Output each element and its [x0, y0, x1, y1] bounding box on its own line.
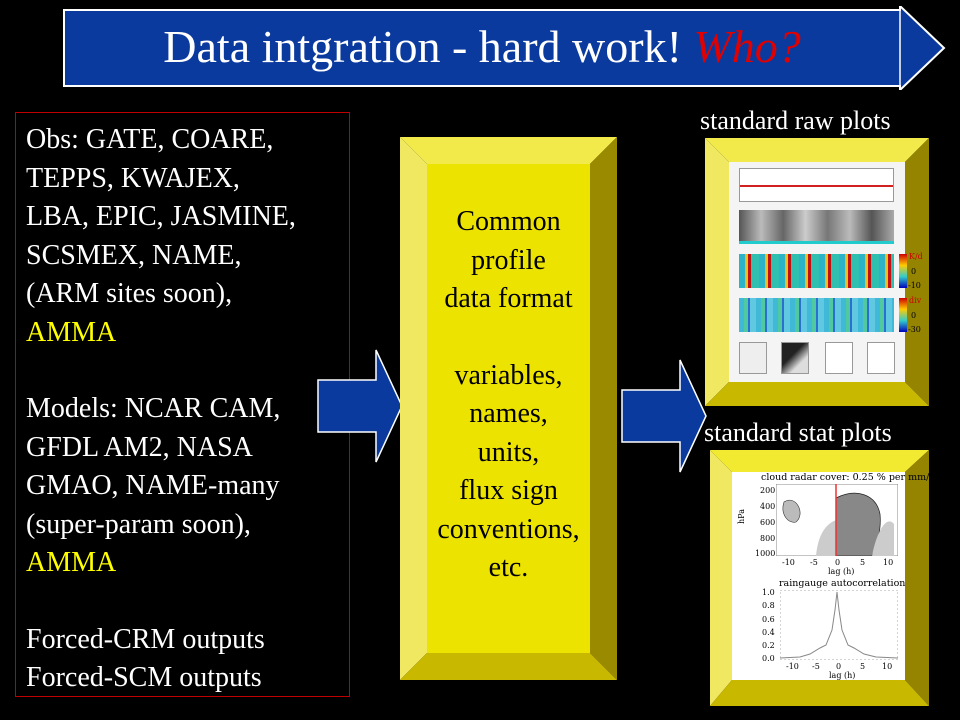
format-line: profile [471, 244, 546, 276]
stat-plots-frame: cloud radar cover: 0.25 % per mm/h hPa 2… [710, 450, 935, 706]
models-line: (super-param soon), [26, 508, 251, 540]
format-line: conventions, [437, 513, 580, 545]
stat-plots-label: standard stat plots [704, 418, 892, 447]
data-sources-box: Obs: GATE, COARE, TEPPS, KWAJEX, LBA, EP… [15, 112, 350, 697]
raw-plots-frame: K/d 0 -10 div 0 -30 [705, 138, 929, 406]
small-panel [781, 342, 809, 374]
obs-line: LBA, EPIC, JASMINE, [26, 201, 296, 232]
y-axis-label: hPa [736, 509, 746, 524]
y-tick: 400 [760, 502, 776, 511]
x-tick: -5 [812, 662, 820, 671]
format-line: units, [477, 436, 540, 468]
colorbar-unit: div [909, 296, 922, 305]
cloud-fraction-panel [739, 210, 894, 244]
title-text: Data intgration - hard work! [163, 21, 694, 72]
y-tick: 800 [760, 534, 776, 543]
colorbar-tick: 0 [911, 267, 917, 276]
title-banner-arrow [63, 6, 946, 90]
format-line: data format [444, 283, 573, 314]
colorbar-tick: -30 [908, 325, 921, 334]
x-tick: 0 [835, 558, 841, 567]
arrow-right-icon [317, 349, 403, 463]
models-line: GFDL AM2, NASA [26, 431, 253, 463]
colorbar-tick: 0 [911, 311, 917, 320]
colorbar [899, 298, 907, 332]
x-tick: 5 [860, 662, 866, 671]
format-line: etc. [488, 552, 529, 583]
models-line: GMAO, NAME-many [26, 470, 280, 501]
plot-title: raingauge autocorrelation [779, 578, 906, 589]
colorbar-unit: K/d [909, 252, 923, 261]
x-tick: 5 [860, 558, 866, 567]
title-emphasis: Who? [693, 21, 801, 72]
y-tick: 1000 [755, 549, 776, 558]
obs-line: TEPPS, KWAJEX, [26, 162, 240, 194]
obs-line: SCSMEX, NAME, [26, 239, 242, 271]
x-tick: -10 [782, 558, 795, 567]
format-line: flux sign [459, 475, 558, 506]
y-tick: 0.4 [762, 628, 775, 637]
time-series-panel [739, 168, 894, 202]
autocorrelation-plot [780, 590, 898, 660]
colorbar [899, 254, 907, 288]
colorbar-tick: -10 [908, 281, 921, 290]
x-axis-label: lag (h) [828, 567, 855, 576]
format-description: Common profile data format variables, na… [400, 203, 617, 588]
format-line: variables, [454, 359, 563, 391]
raw-plots-label: standard raw plots [700, 106, 891, 135]
format-line: Common [456, 206, 561, 237]
x-tick: 0 [836, 662, 842, 671]
y-tick: 1.0 [762, 588, 775, 597]
forced-line: Forced-CRM outputs [26, 623, 265, 655]
obs-highlight: AMMA [26, 316, 117, 348]
format-line: names, [469, 398, 548, 429]
arrow-right-icon [621, 359, 707, 473]
divergence-panel [739, 298, 894, 332]
y-tick: 0.8 [762, 601, 775, 610]
obs-line: (ARM sites soon), [26, 278, 233, 309]
x-tick: 10 [882, 662, 893, 671]
heating-panel [739, 254, 894, 288]
raw-plots-image: K/d 0 -10 div 0 -30 [729, 162, 923, 382]
small-panel [825, 342, 853, 374]
y-tick: 600 [760, 518, 776, 527]
models-highlight: AMMA [26, 547, 117, 578]
obs-line: Obs: GATE, COARE, [26, 124, 274, 155]
y-tick: 200 [760, 486, 776, 495]
y-tick: 0.6 [762, 615, 775, 624]
small-panel [739, 342, 767, 374]
x-tick: -10 [786, 662, 799, 671]
stat-plots-image: cloud radar cover: 0.25 % per mm/h hPa 2… [732, 472, 935, 680]
x-axis-label: lag (h) [829, 671, 856, 680]
slide-title: Data intgration - hard work! Who? [62, 18, 902, 76]
y-tick: 0.0 [762, 654, 775, 663]
plot-title: cloud radar cover: 0.25 % per mm/h [761, 472, 936, 483]
models-line: Models: NCAR CAM, [26, 393, 281, 424]
common-format-box [400, 137, 617, 680]
x-tick: -5 [810, 558, 818, 567]
radar-cover-contour-plot [776, 484, 898, 556]
forced-line: Forced-SCM outputs [26, 662, 262, 693]
x-tick: 10 [883, 558, 894, 567]
small-panel [867, 342, 895, 374]
y-tick: 0.2 [762, 641, 775, 650]
